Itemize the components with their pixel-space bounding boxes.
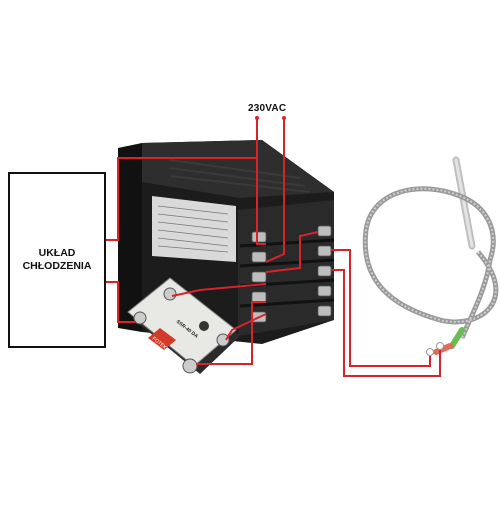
cooling-system-label: UKŁAD CHŁODZENIA <box>23 247 92 273</box>
cooling-system-box: UKŁAD CHŁODZENIA <box>8 172 106 348</box>
power-supply-label: 230VAC <box>248 103 287 114</box>
wiring <box>106 118 441 377</box>
thermocouple-probe <box>362 156 499 356</box>
cooling-label-line1: UKŁAD <box>38 247 76 259</box>
wire-ends <box>255 116 286 120</box>
cooling-label-line2: CHŁODZENIA <box>22 260 92 272</box>
